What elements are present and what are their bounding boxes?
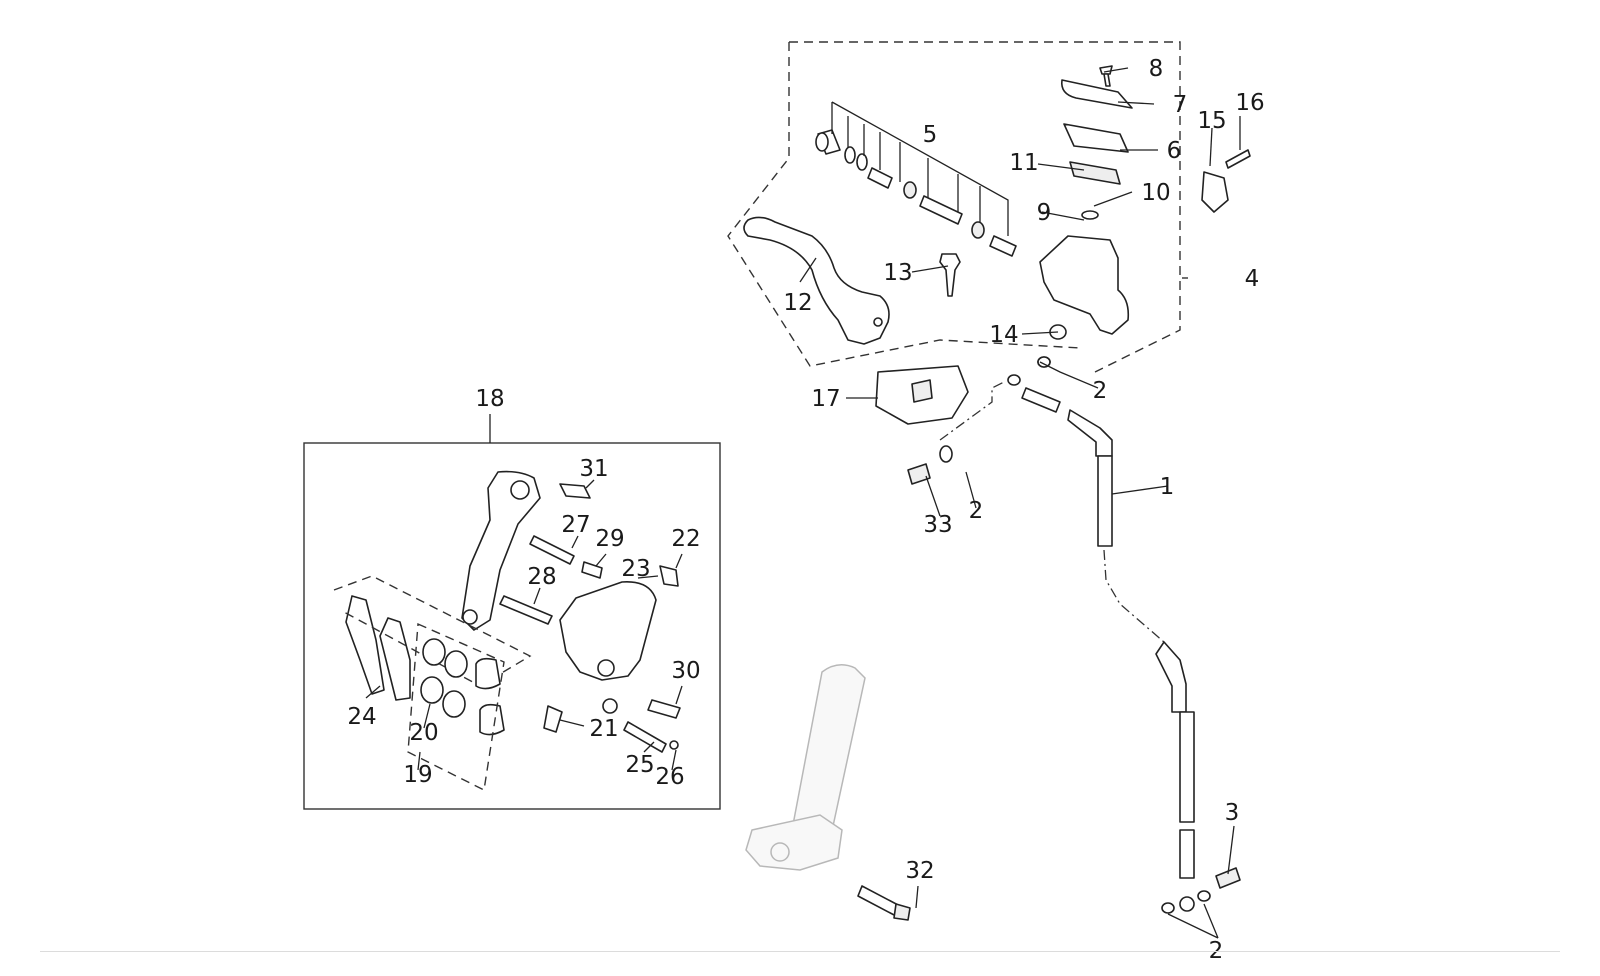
brake-lever: [743, 216, 890, 345]
lever-pivot-bolt: [939, 253, 961, 297]
callout-6: 6: [1167, 138, 1182, 164]
callout-17: 17: [811, 386, 840, 412]
callout-12: 12: [783, 290, 812, 316]
callout-30: 30: [671, 658, 700, 684]
caliper-pistons-seals: [407, 622, 505, 792]
callout-7: 7: [1173, 92, 1188, 118]
callout-9: 9: [1037, 200, 1052, 226]
brake-pads: [333, 575, 532, 701]
reservoir-parts: [1060, 65, 1133, 185]
callout-15: 15: [1197, 108, 1226, 134]
callout-1: 1: [1160, 474, 1175, 500]
callout-33: 33: [923, 512, 952, 538]
callout-2a: 2: [1093, 378, 1108, 404]
fork-leg-ghost: [745, 664, 866, 871]
caliper-assembly: [461, 470, 681, 753]
callout-8: 8: [1149, 56, 1164, 82]
callout-23: 23: [621, 556, 650, 582]
callout-27: 27: [561, 512, 590, 538]
axle-bolt: [857, 885, 911, 921]
callout-20: 20: [409, 720, 438, 746]
callout-18: 18: [475, 386, 504, 412]
callout-29: 29: [595, 526, 624, 552]
callout-16: 16: [1235, 90, 1264, 116]
handlebar-clamp: [875, 365, 969, 425]
callout-28: 28: [527, 564, 556, 590]
callout-5: 5: [923, 122, 938, 148]
callout-32: 32: [905, 858, 934, 884]
mirror-bracket: [1201, 149, 1251, 213]
caliper-kit-box: [303, 442, 721, 810]
footer-divider: [40, 951, 1560, 952]
callout-3: 3: [1225, 800, 1240, 826]
callout-22: 22: [671, 526, 700, 552]
callout-19: 19: [403, 762, 432, 788]
callout-2b: 2: [969, 498, 984, 524]
callout-31: 31: [579, 456, 608, 482]
callouts: 1 2 2 2 3 4 5 6 7 8 9 10 11 12 13 14 15 …: [347, 56, 1264, 964]
callout-11: 11: [1009, 150, 1038, 176]
callout-4: 4: [1245, 266, 1260, 292]
callout-26: 26: [655, 764, 684, 790]
master-cylinder-body: [1039, 210, 1130, 340]
callout-10: 10: [1141, 180, 1170, 206]
brake-hose: [1007, 356, 1211, 914]
piston-kit: [815, 101, 1017, 257]
callout-13: 13: [883, 260, 912, 286]
master-cylinder-group-outline: [727, 41, 1181, 373]
callout-24: 24: [347, 704, 376, 730]
banjo-bolts: [907, 356, 1241, 889]
leader-lines: [365, 67, 1241, 939]
callout-25: 25: [625, 752, 654, 778]
callout-21: 21: [589, 716, 618, 742]
callout-14: 14: [989, 322, 1018, 348]
